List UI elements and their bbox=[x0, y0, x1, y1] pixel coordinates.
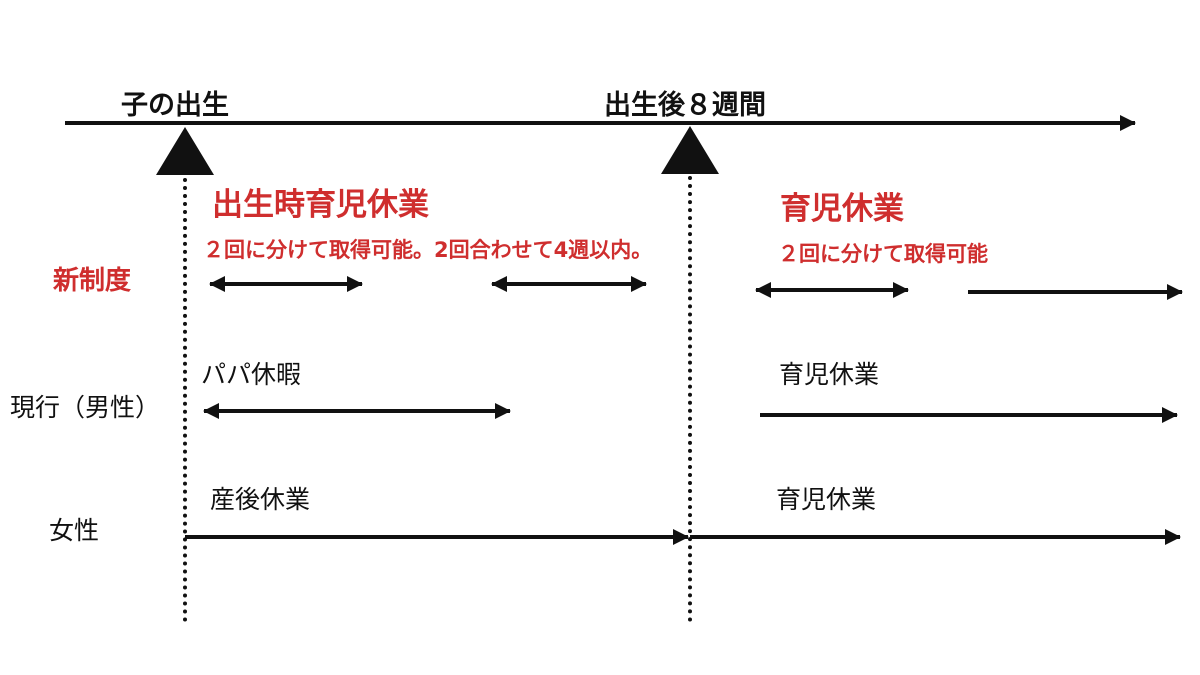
eight-weeks-dotted-line bbox=[688, 176, 692, 622]
new-system-arrow-1 bbox=[210, 282, 362, 286]
new-system-right-title: 育児休業 bbox=[780, 191, 904, 227]
timeline-label-birth: 子の出生 bbox=[121, 90, 229, 121]
row-label-new-system: 新制度 bbox=[53, 266, 132, 296]
papa-leave-title: パパ休暇 bbox=[201, 360, 302, 389]
eight-weeks-marker-triangle bbox=[661, 126, 719, 174]
female-childcare-arrow bbox=[690, 535, 1180, 539]
row-label-female: 女性 bbox=[49, 516, 100, 545]
female-childcare-title: 育児休業 bbox=[776, 485, 877, 514]
birth-marker-triangle bbox=[156, 127, 214, 175]
papa-leave-arrow bbox=[204, 409, 510, 413]
row-label-current-male: 現行（男性） bbox=[10, 393, 161, 422]
current-male-childcare-title: 育児休業 bbox=[779, 360, 880, 389]
birth-dotted-line bbox=[183, 178, 187, 622]
new-system-left-title: 出生時育児休業 bbox=[212, 187, 429, 223]
postpartum-leave-title: 産後休業 bbox=[210, 485, 311, 514]
postpartum-leave-arrow bbox=[185, 535, 688, 539]
timeline-axis-arrow bbox=[65, 121, 1135, 125]
timeline-label-eight-weeks: 出生後８週間 bbox=[604, 90, 766, 121]
new-system-arrow-4 bbox=[968, 290, 1182, 294]
current-male-childcare-arrow bbox=[760, 413, 1177, 417]
new-system-arrow-3 bbox=[756, 288, 908, 292]
new-system-right-subtitle: ２回に分けて取得可能 bbox=[778, 242, 988, 266]
new-system-arrow-2 bbox=[492, 282, 646, 286]
new-system-left-subtitle: ２回に分けて取得可能。2回合わせて4週以内。 bbox=[203, 238, 653, 262]
